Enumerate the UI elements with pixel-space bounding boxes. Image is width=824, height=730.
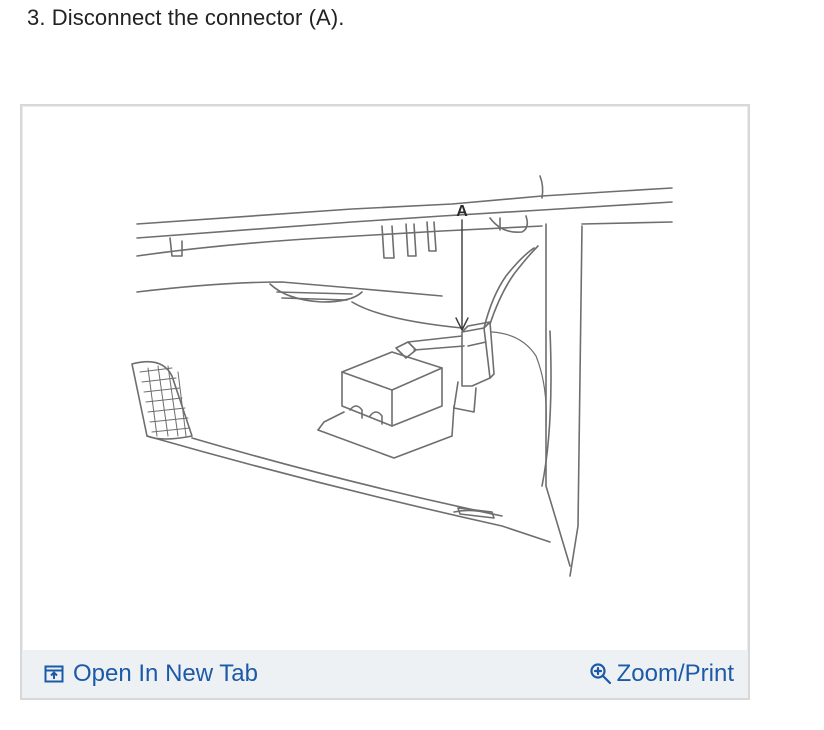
figure-panel: A Open In New Tab Zoom/Pr — [20, 104, 750, 700]
figure-toolbar: Open In New Tab Zoom/Print — [22, 650, 748, 698]
zoom-print-button[interactable]: Zoom/Print — [589, 660, 734, 688]
open-new-tab-icon — [44, 665, 64, 683]
zoom-in-icon — [589, 662, 613, 686]
open-new-tab-label: Open In New Tab — [73, 660, 259, 687]
open-new-tab-button[interactable]: Open In New Tab — [44, 660, 258, 688]
callout-label-a: A — [456, 203, 468, 220]
step-instruction: 3. Disconnect the connector (A). — [27, 5, 345, 30]
zoom-print-label: Zoom/Print — [616, 660, 734, 687]
connector-diagram: A — [131, 175, 673, 577]
